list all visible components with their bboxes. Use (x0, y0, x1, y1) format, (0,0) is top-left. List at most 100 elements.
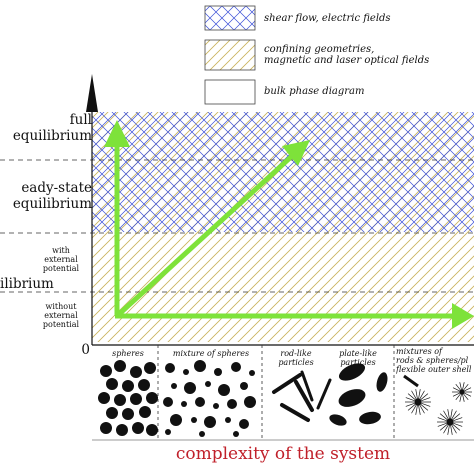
shell-spike (451, 424, 457, 434)
shell-spike (415, 389, 418, 400)
sphere-particle (249, 370, 255, 376)
shell-spike (450, 424, 453, 435)
rod (272, 373, 302, 394)
rod (316, 378, 332, 410)
plate (376, 372, 388, 392)
shell-spike (443, 424, 449, 434)
legend-label-shear: shear flow, electric fields (264, 13, 391, 24)
shell-spike (462, 393, 465, 402)
shell-spike (439, 423, 448, 431)
shell-spike (452, 422, 463, 427)
shell-spike (419, 390, 425, 400)
arrow-diagonal (115, 154, 294, 318)
sphere-particle (114, 360, 126, 372)
green-arrows (104, 120, 474, 329)
shell-spike (420, 397, 431, 402)
shell-spike (462, 383, 469, 391)
sphere-particle (146, 424, 158, 436)
arrow-diagonal-head (282, 140, 310, 166)
particles-mixture (163, 360, 256, 437)
sphere-particle (98, 392, 110, 404)
category-spheres: spheres (112, 349, 144, 358)
y-label-without-external: without external potential (42, 302, 80, 329)
sphere-particle (204, 416, 216, 428)
shell-spike (450, 409, 453, 420)
category-mixture: mixture of spheres (172, 349, 250, 358)
shell-spike (455, 383, 462, 391)
shell-spike (419, 404, 425, 414)
sphere-particle (130, 393, 142, 405)
sphere-particle (122, 408, 134, 420)
y-label-with-external: with external potential (42, 246, 80, 273)
sphere-particle (218, 384, 230, 396)
sphere-particle (132, 422, 144, 434)
shell-core (459, 389, 465, 395)
category-shells: mixtures of rods & spheres/pl flexible o… (396, 347, 472, 374)
shell-spike (463, 387, 472, 392)
origin-label: 0 (81, 342, 90, 358)
legend-label-confining: confining geometries, magnetic and laser… (264, 44, 430, 66)
sphere-particle (227, 399, 237, 409)
shell-core (446, 418, 454, 426)
shell-spike (451, 410, 457, 420)
sphere-particle (106, 407, 118, 419)
sphere-particle (191, 417, 197, 423)
sphere-particle (100, 365, 112, 377)
sphere-particle (239, 419, 249, 429)
rod (294, 380, 314, 412)
sphere-particle (233, 431, 239, 437)
plate (338, 389, 366, 407)
sphere-particle (244, 396, 256, 408)
particles-shells (403, 374, 472, 435)
sphere-particle (225, 417, 231, 423)
shell-spike (407, 393, 416, 401)
sphere-particle (195, 397, 205, 407)
shell-spike (411, 390, 417, 400)
shell-spike (437, 417, 448, 422)
particles-rods (272, 370, 332, 422)
sphere-particle (205, 381, 211, 387)
arrow-vertical-head (104, 120, 130, 147)
sphere-particle (163, 397, 173, 407)
shell-spike (411, 404, 417, 414)
sphere-particle (214, 368, 222, 376)
particles-spheres (98, 360, 158, 436)
sphere-particle (144, 362, 156, 374)
level-lines (0, 159, 474, 293)
shell-spike (455, 393, 462, 401)
sphere-particle (114, 394, 126, 406)
shell-spike (443, 410, 449, 420)
shell-spike (459, 382, 462, 391)
rod (280, 403, 310, 422)
plate (359, 411, 381, 425)
plate (329, 414, 347, 426)
sphere-particle (213, 403, 219, 409)
particles-plates (329, 363, 388, 426)
sphere-particle (130, 366, 142, 378)
x-axis-title: complexity of the system (175, 444, 391, 464)
category-rods: rod-like particles (278, 349, 314, 367)
shell-spike (415, 404, 418, 415)
legend (204, 5, 256, 105)
sphere-particle (138, 379, 150, 391)
sphere-particle (165, 363, 175, 373)
category-separators (157, 345, 395, 440)
sphere-particle (170, 414, 182, 426)
sphere-particle (181, 401, 187, 407)
shell-spike (418, 389, 421, 400)
sphere-particle (240, 382, 248, 390)
sphere-particle (199, 431, 205, 437)
shell-core (414, 398, 422, 406)
shell-spike (452, 423, 461, 431)
arrow-horizontal-head (452, 303, 474, 329)
sphere-particle (106, 378, 118, 390)
shell-spike (439, 413, 448, 421)
shell-spike (462, 382, 465, 391)
shell-spike (447, 424, 450, 435)
shell-spike (452, 417, 463, 422)
sphere-particle (165, 429, 171, 435)
sphere-particle (231, 362, 241, 372)
region-blue-crosshatch (92, 112, 474, 232)
shell-spike (447, 409, 450, 420)
